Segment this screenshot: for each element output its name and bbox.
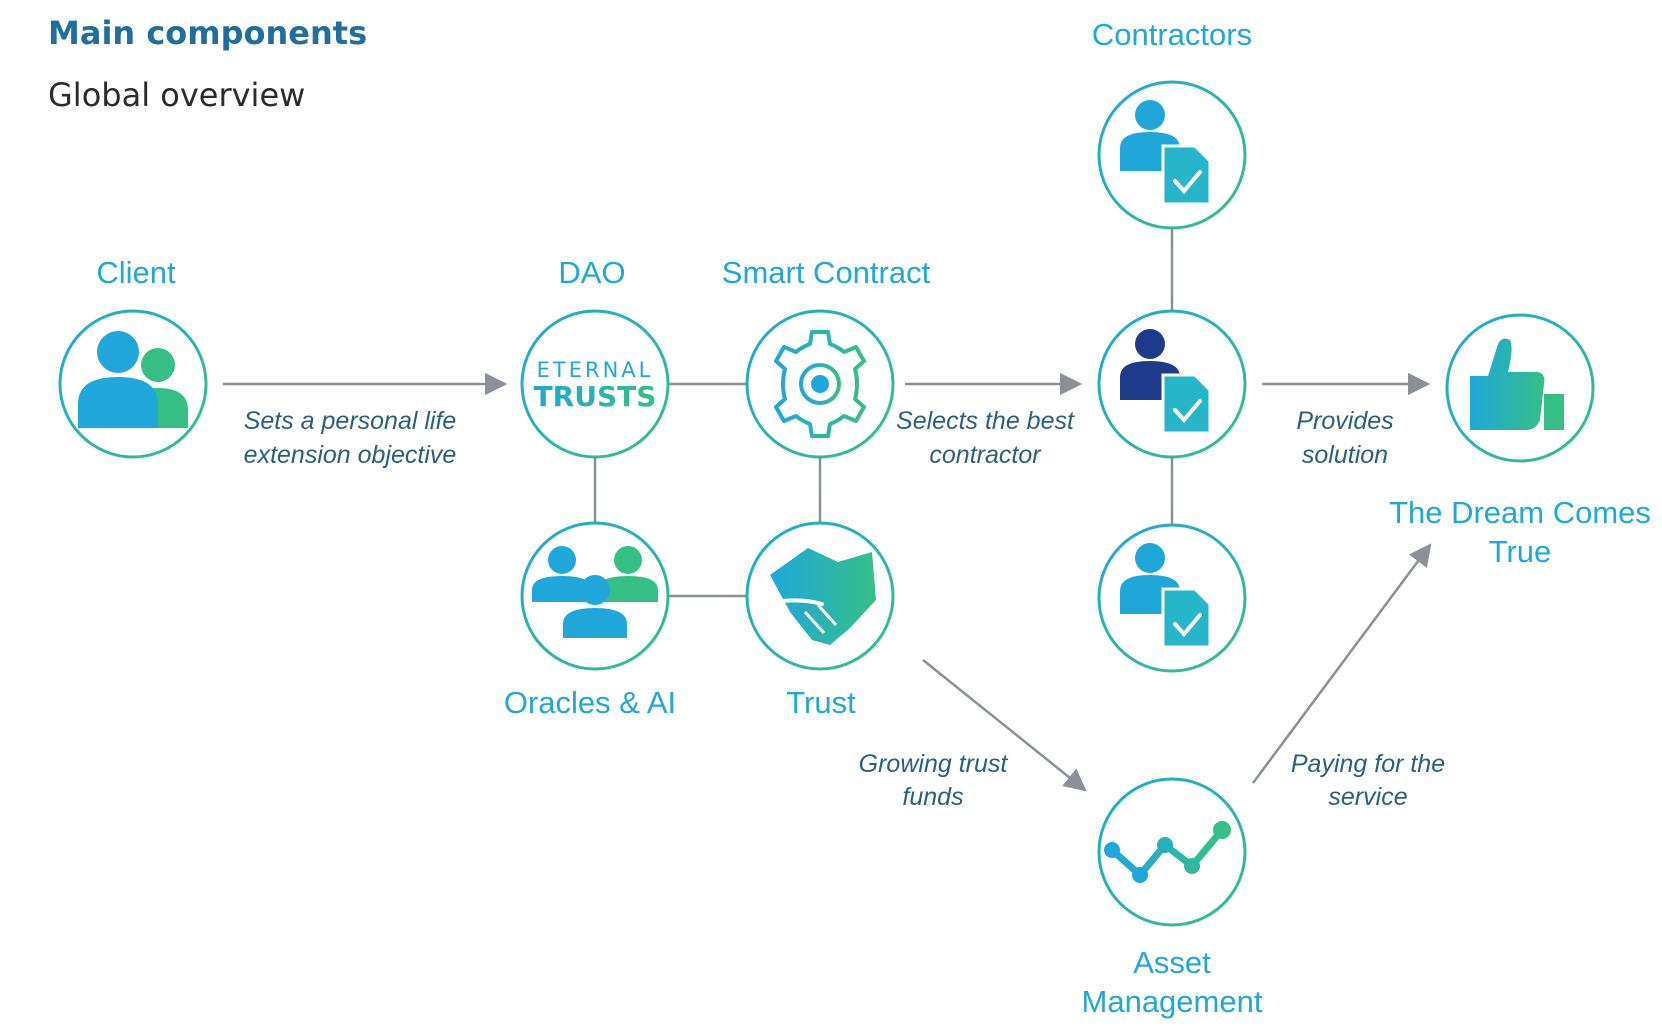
group-icon: [532, 546, 658, 638]
eternal-trusts-logo: ETERNAL TRUSTS: [534, 358, 657, 413]
node-labels: Client DAO Smart Contract Oracles & AI T…: [96, 17, 1651, 1019]
oracles-node: [520, 521, 670, 671]
asset-management-label-line-1: Asset: [1133, 945, 1211, 980]
edge-label-trust-asset-line-1: Growing trust: [859, 750, 1009, 778]
contractor-document-icon: [1120, 100, 1212, 206]
connectors: [593, 228, 1174, 598]
contractor-document-icon: [1120, 543, 1212, 649]
edge-label-trust-asset-line-2: funds: [902, 783, 963, 811]
page-subtitle: Global overview: [48, 76, 306, 114]
edge-label-client-dao-line-2: extension objective: [244, 441, 457, 469]
edge-label-asset-dream-line-1: Paying for the: [1291, 750, 1445, 778]
edge-labels: Sets a personal life extension objective…: [244, 407, 1445, 811]
arrow-trust-to-asset: [922, 659, 1087, 792]
dream-node: [1445, 313, 1595, 463]
dao-node: ETERNAL TRUSTS: [520, 309, 670, 459]
users-icon: [78, 331, 188, 428]
thumbs-up-icon: [1470, 338, 1564, 430]
client-label: Client: [96, 255, 176, 290]
line-chart-icon: [1104, 821, 1231, 883]
contractor-node-top: [1097, 80, 1247, 230]
asset-management-node: [1097, 777, 1247, 927]
arrow-asset-to-dream: [1251, 543, 1432, 784]
edge-label-smart-contractors-line-2: contractor: [929, 441, 1042, 469]
logo-line-2: TRUSTS: [534, 380, 657, 413]
logo-line-1: ETERNAL: [537, 358, 654, 382]
edge-label-asset-dream-line-2: service: [1328, 783, 1407, 811]
contractor-node-bottom: [1097, 523, 1247, 673]
smart-contract-node: [745, 309, 895, 459]
edge-label-smart-contractors-line-1: Selects the best: [896, 407, 1075, 435]
edge-label-contractors-dream-line-1: Provides: [1296, 407, 1393, 435]
dream-label-line-1: The Dream Comes: [1389, 495, 1651, 530]
smart-contract-label: Smart Contract: [722, 255, 931, 290]
handshake-icon: [770, 548, 876, 645]
edge-label-contractors-dream-line-2: solution: [1302, 441, 1388, 469]
contractors-label: Contractors: [1092, 17, 1252, 52]
asset-management-label-line-2: Management: [1082, 984, 1263, 1019]
page-title: Main components: [48, 14, 368, 52]
contractor-node-middle: [1097, 309, 1247, 459]
dream-label-line-2: True: [1489, 534, 1552, 569]
trust-label: Trust: [786, 685, 856, 720]
edge-label-client-dao-line-1: Sets a personal life: [244, 407, 457, 435]
client-node: [58, 309, 208, 459]
selected-contractor-document-icon: [1120, 329, 1212, 435]
trust-node: [745, 521, 895, 671]
oracles-label: Oracles & AI: [504, 685, 676, 720]
gear-icon: [774, 330, 866, 438]
arrows: [223, 372, 1432, 792]
dao-label: DAO: [558, 255, 625, 290]
